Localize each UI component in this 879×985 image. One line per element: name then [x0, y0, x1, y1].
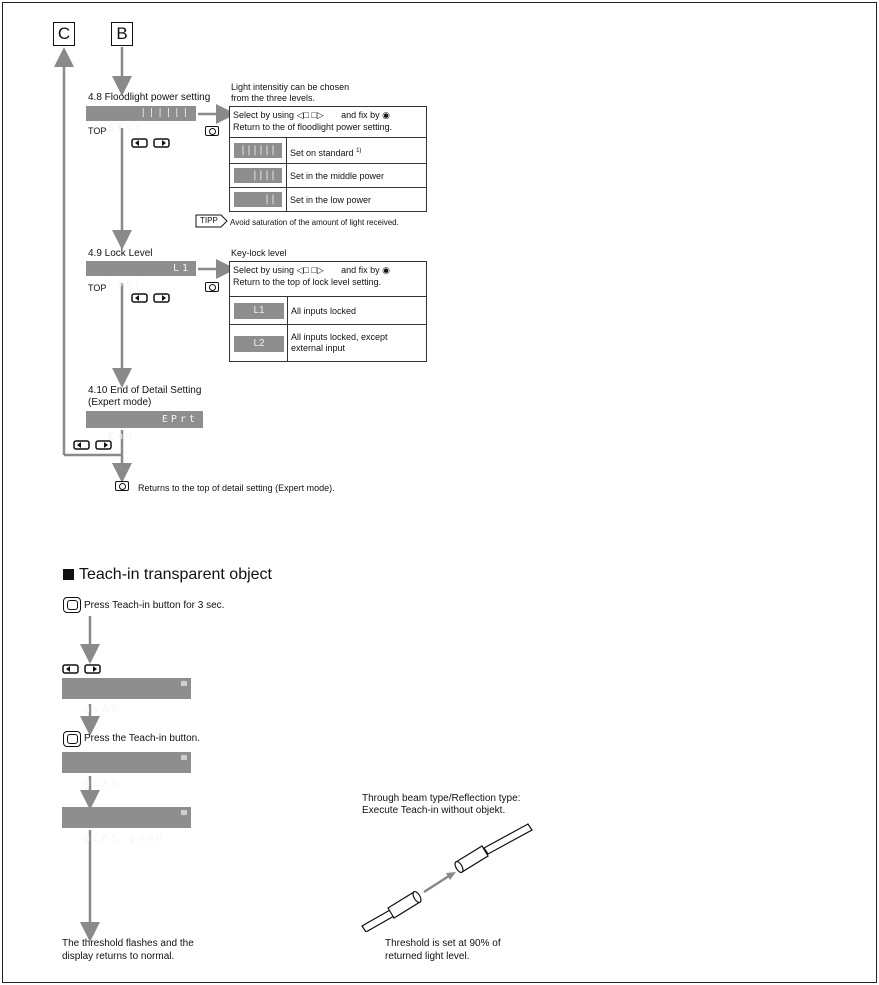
floodlight-instr-a: Select by using [233, 110, 295, 120]
floodlight-instr-2: Return to the of floodlight power settin… [233, 122, 393, 132]
lock-option-label: All inputs locked [291, 306, 357, 316]
teach-display-3: gLAS good [62, 807, 191, 844]
bar-level-icon: || [234, 192, 282, 207]
sensor-cables-icon [361, 823, 533, 932]
lock-option-code: L1 [234, 303, 284, 319]
indicator-icon [181, 755, 187, 760]
option-low-label: Set in the low power [290, 195, 372, 205]
enter-button-icon: ◉ [382, 110, 390, 120]
indicator-icon [181, 810, 187, 815]
marker-c: C [53, 22, 75, 46]
end-display-left: End [108, 431, 136, 442]
enter-button-icon [115, 481, 129, 491]
bar-level-icon: |||| [234, 168, 282, 183]
teach-in-button-icon [63, 597, 81, 613]
enter-button-icon [205, 126, 219, 136]
enter-button-icon [205, 282, 219, 292]
floodlight-note-2: from the three levels. [231, 93, 316, 103]
lock-instr-a: Select by using [233, 265, 295, 275]
option-standard-label: Set on standard [290, 148, 354, 158]
floodlight-note-1: Light intensitiy can be chosen [231, 82, 350, 92]
beam-note-2: Execute Teach-in without objekt. [362, 805, 506, 816]
floodlight-option-row: |||| Set in the middle power [230, 163, 426, 187]
left-right-keys-icon: ◁□ □▷ [296, 110, 324, 120]
end-heading-2: (Expert mode) [88, 397, 152, 408]
floodlight-display: SPor |||||| [86, 106, 196, 134]
lock-option-row: L1 All inputs locked [230, 296, 426, 324]
tipp-text: Avoid saturation of the amount of light … [230, 218, 399, 227]
teach-step1-text: Press Teach-in button for 3 sec. [84, 600, 225, 611]
tipp-label: TIPP [200, 216, 218, 225]
left-right-keys-icon [131, 138, 170, 148]
floodlight-top-label: TOP [88, 126, 107, 136]
bar-level-icon: |||||| [140, 108, 191, 118]
lock-display-left: LocL [108, 278, 145, 289]
floodlight-option-row: || Set in the low power [230, 187, 426, 212]
lock-option-row: L2 All inputs locked, except external in… [230, 324, 426, 362]
marker-b: B [111, 22, 133, 46]
threshold-note-2: returned light level. [385, 951, 470, 962]
teach-in-button-icon [63, 731, 81, 747]
tipp-tag-icon [195, 214, 228, 228]
teach-display-1: gLAS [62, 678, 191, 715]
teach-display-1-text: gLAS [84, 704, 121, 715]
teach-final-2: display returns to normal. [62, 951, 175, 962]
bar-level-icon: |||||| [234, 143, 282, 158]
lock-option-code: L2 [234, 336, 284, 352]
lock-display: LocL L1 [86, 261, 196, 289]
end-returns-text: Returns to the top of detail setting (Ex… [138, 483, 335, 493]
teach-step2-text: Press the Teach-in button. [84, 733, 200, 744]
end-display-right: EPrt [161, 414, 198, 425]
left-right-keys-icon [73, 440, 112, 450]
left-right-keys-icon [62, 664, 101, 674]
lock-top-label: TOP [88, 283, 107, 293]
lock-heading: 4.9 Lock Level [88, 248, 153, 259]
lock-table: Select by using ◁□ □▷ and fix by ◉ Retur… [229, 261, 427, 362]
teach-final-1: The threshold flashes and the [62, 938, 194, 949]
floodlight-heading: 4.8 Floodlight power setting [88, 92, 211, 103]
teach-section-title: Teach-in transparent object [79, 566, 272, 583]
teach-display-2: gLAS [62, 752, 191, 789]
section-bullet-icon [63, 569, 74, 580]
teach-display-3-text: gLAS good [84, 833, 166, 844]
teach-display-2-text: gLAS [84, 778, 121, 789]
end-heading-1: 4.10 End of Detail Setting [88, 385, 202, 396]
floodlight-table: Select by using ◁□ □▷ and fix by ◉ Retur… [229, 106, 427, 212]
option-standard-sup: 1) [356, 148, 362, 154]
option-middle-label: Set in the middle power [290, 171, 385, 181]
lock-option-label-2: external input [291, 343, 346, 353]
left-right-keys-icon: ◁□ □▷ [296, 265, 324, 275]
lock-display-right: L1 [172, 263, 191, 274]
end-display: End EPrt [86, 411, 203, 442]
lock-option-label: All inputs locked, except [291, 332, 388, 342]
floodlight-instr-b: and fix by [341, 110, 380, 120]
lock-note: Key-lock level [231, 248, 287, 258]
left-right-keys-icon [131, 293, 170, 303]
enter-button-icon: ◉ [382, 265, 390, 275]
floodlight-option-row: |||||| Set on standard 1) [230, 137, 426, 163]
floodlight-display-text: SPor [108, 123, 145, 134]
lock-instr-2: Return to the top of lock level setting. [233, 277, 382, 287]
beam-note-1: Through beam type/Reflection type: [362, 793, 521, 804]
indicator-icon [181, 681, 187, 686]
lock-instr-b: and fix by [341, 265, 380, 275]
threshold-note-1: Threshold is set at 90% of [385, 938, 501, 949]
